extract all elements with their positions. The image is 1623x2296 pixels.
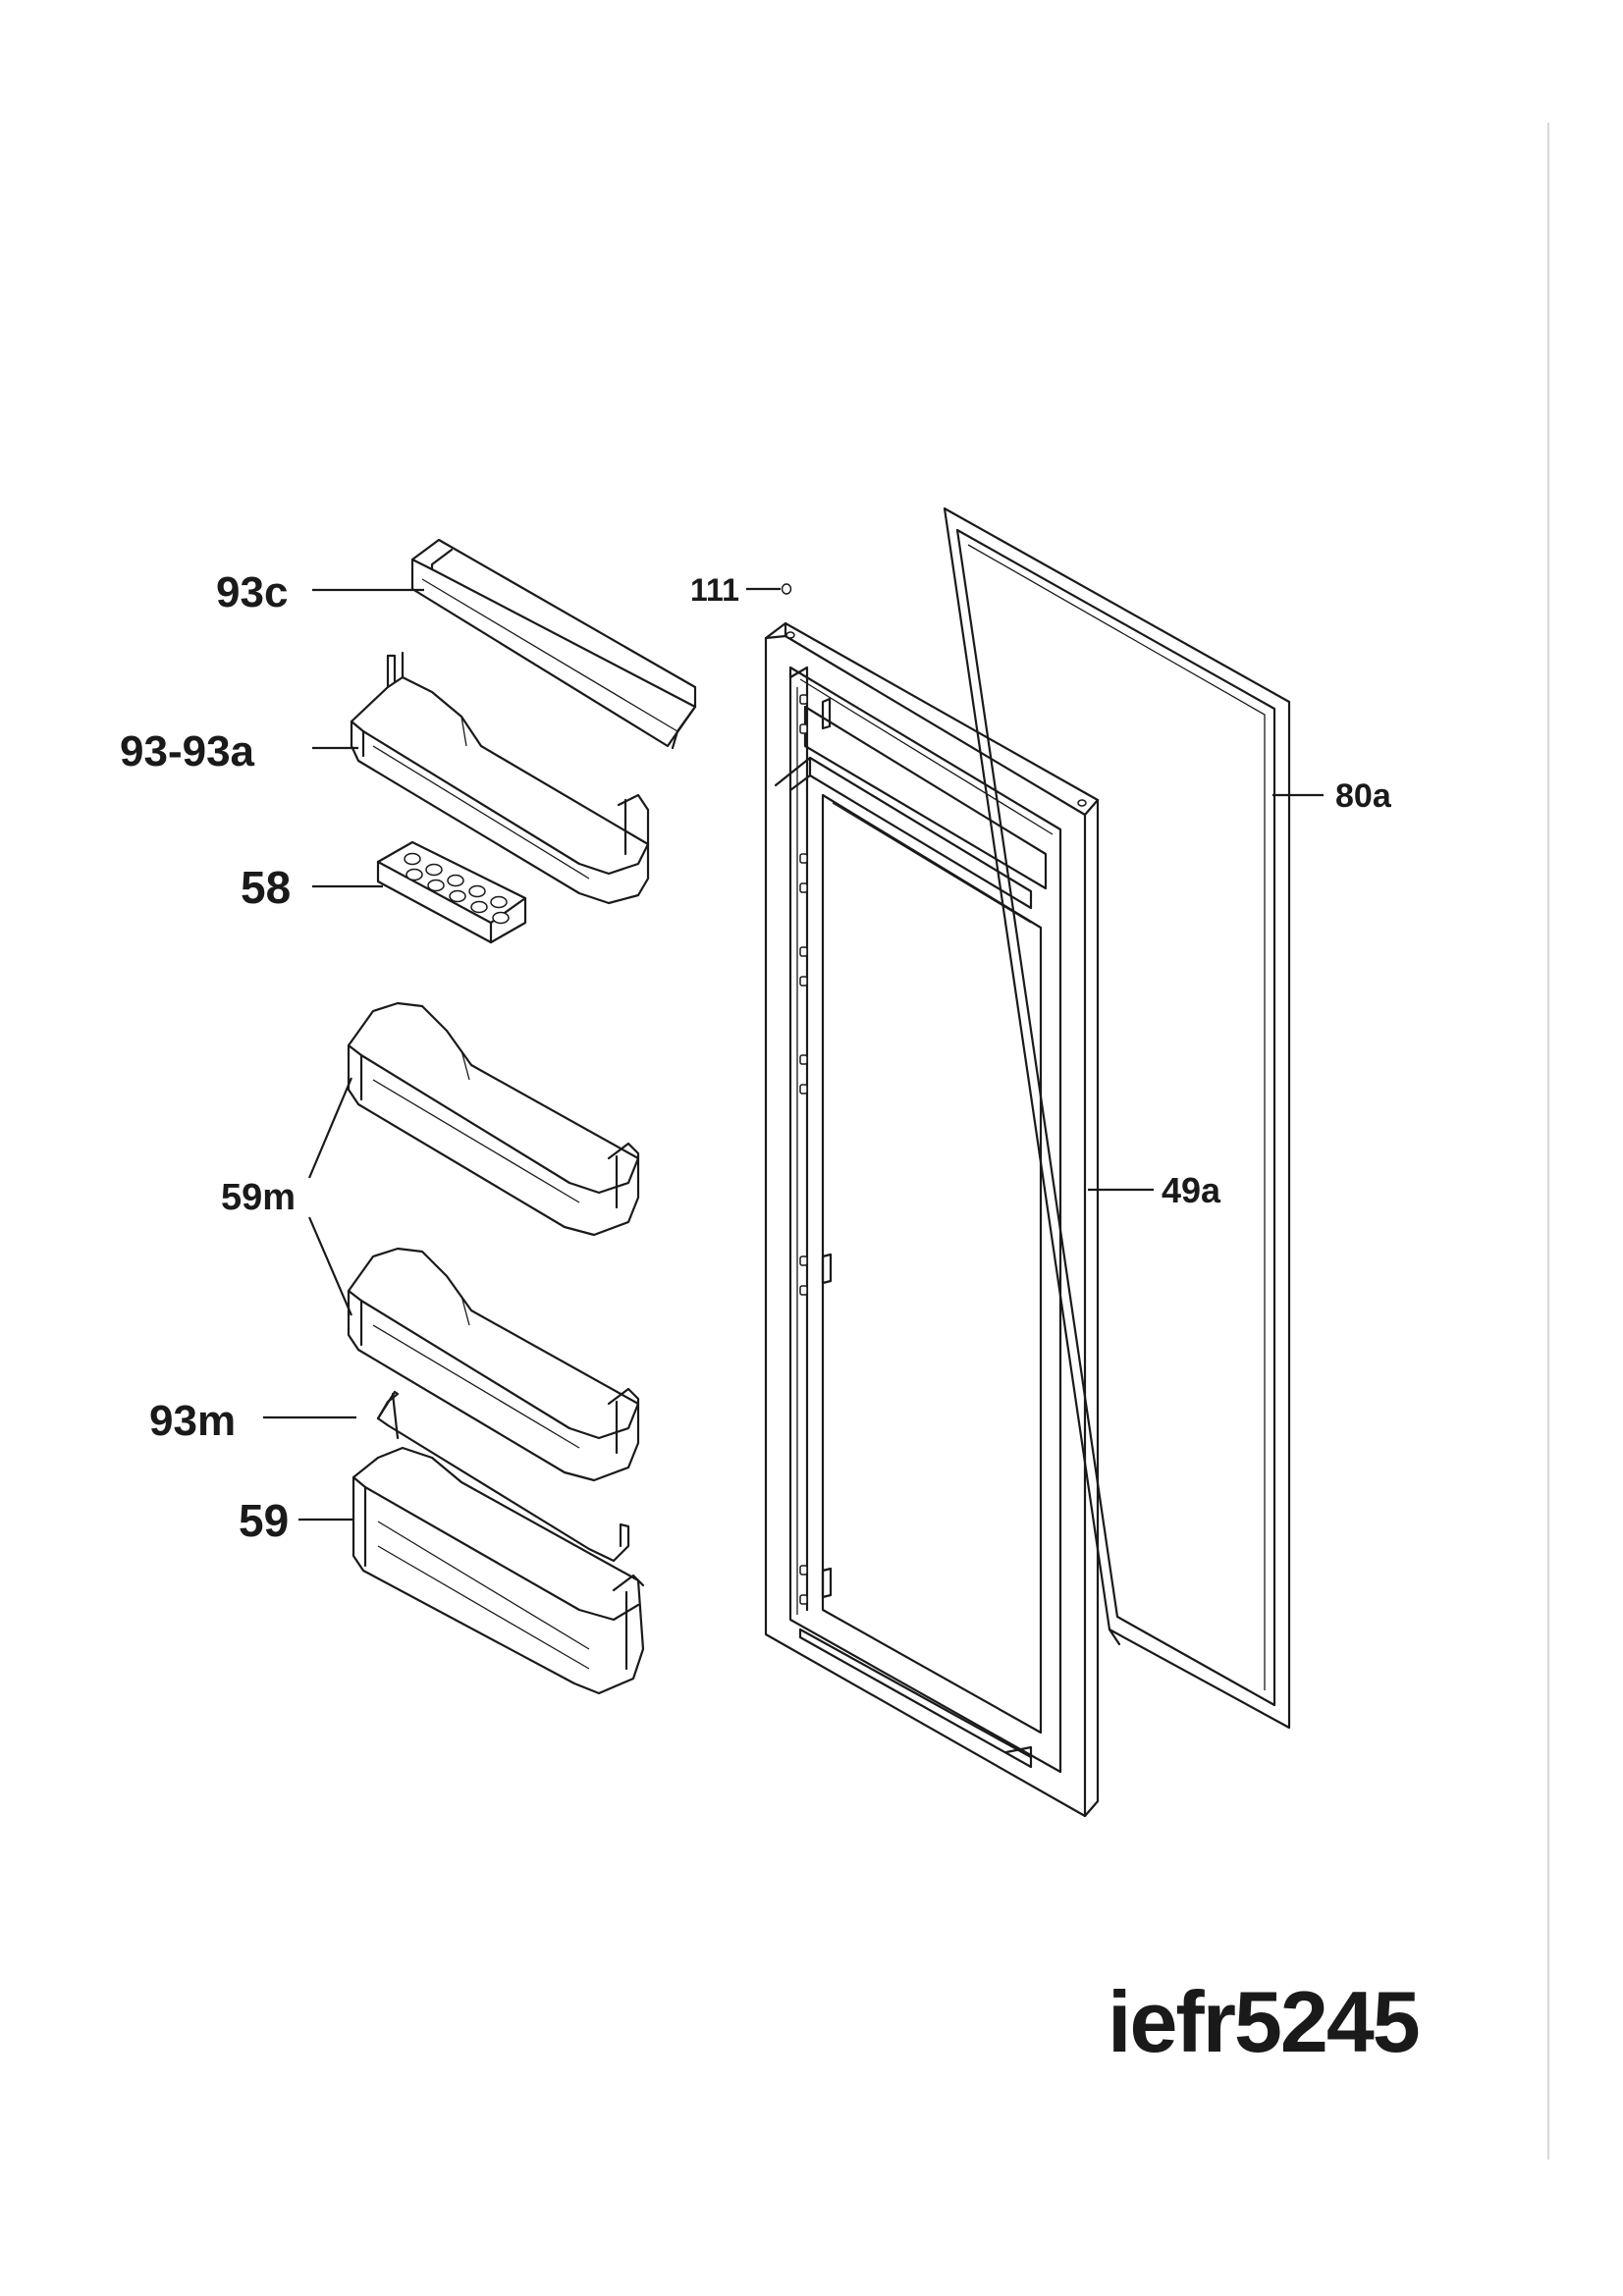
label-80a: 80a [1335, 777, 1392, 815]
door-hole [799, 723, 808, 734]
door-panel-49a [764, 621, 1100, 1818]
door-shelf-59m-upper [347, 1001, 640, 1237]
egg-cup [427, 879, 445, 892]
leader-59m-a [307, 1077, 353, 1179]
door-hole [799, 1084, 808, 1095]
door-hole [799, 1054, 808, 1065]
label-58: 58 [241, 862, 291, 913]
egg-cup [449, 889, 466, 903]
label-49a: 49a [1162, 1170, 1221, 1210]
door-hole [799, 853, 808, 864]
door-hole [799, 1565, 808, 1575]
door-hole [799, 694, 808, 705]
door-shelf-59m-lower [347, 1247, 640, 1482]
door-shelf-59 [352, 1446, 645, 1695]
door-gasket-80a [943, 507, 1291, 1730]
door-shelf-93-93a [350, 651, 650, 905]
wire-rail-93m [376, 1390, 630, 1563]
label-59m: 59m [221, 1177, 296, 1218]
egg-cup [447, 874, 464, 887]
label-93-93a: 93-93a [120, 727, 255, 775]
door-hole [799, 946, 808, 957]
leader-59m-b [307, 1216, 353, 1316]
door-hole [799, 882, 808, 893]
door-hole [799, 1255, 808, 1266]
label-59: 59 [239, 1495, 289, 1546]
door-hole [799, 1594, 808, 1605]
shelf-lid-93c [410, 538, 697, 750]
egg-cup [404, 852, 421, 866]
label-111: 111 [690, 572, 739, 608]
label-93c: 93c [216, 568, 288, 616]
egg-cup [468, 884, 486, 898]
egg-cup [425, 863, 443, 877]
label-93m: 93m [149, 1397, 236, 1445]
door-side-holes [799, 694, 808, 1605]
egg-cup [470, 900, 488, 914]
door-hole [799, 976, 808, 987]
door-hole [799, 1285, 808, 1296]
model-code: iefr5245 [1108, 1973, 1419, 2070]
egg-cup [406, 868, 423, 881]
egg-cup [490, 895, 508, 909]
screw-111 [746, 583, 792, 595]
egg-tray-58 [376, 840, 527, 944]
egg-cup [492, 911, 510, 925]
